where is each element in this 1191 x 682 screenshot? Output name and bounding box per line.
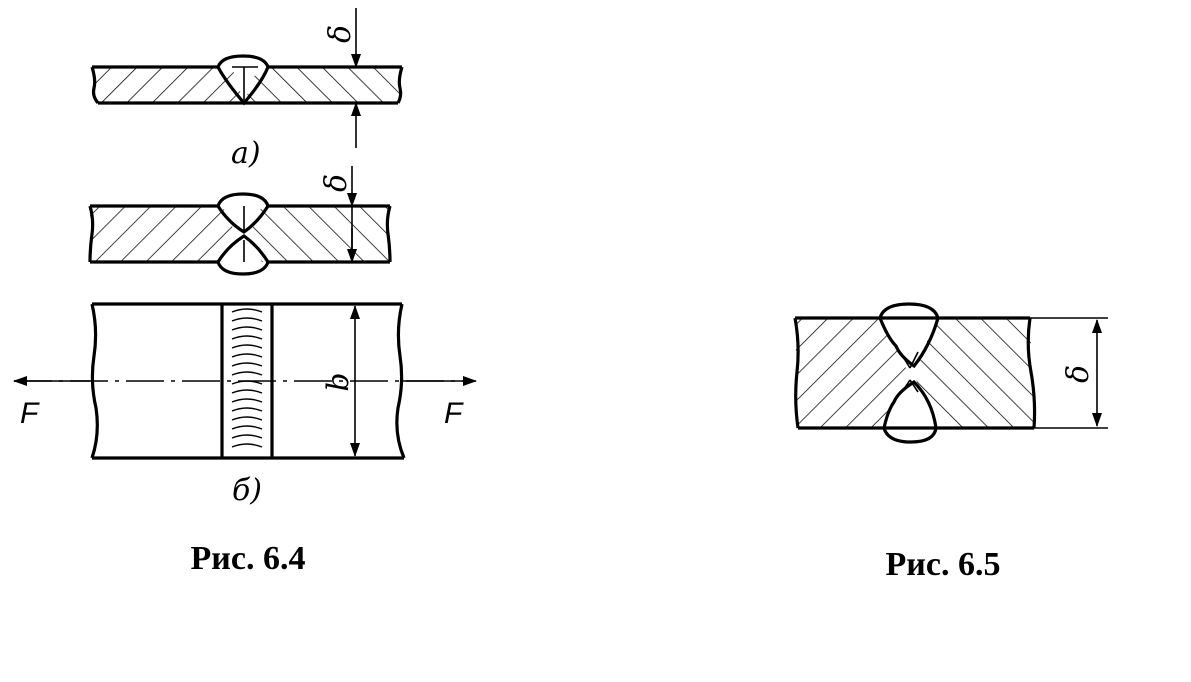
thickness-symbol: δ — [323, 25, 358, 43]
thickness-dimension: δ — [323, 8, 361, 148]
caption-fig-6-5: Рис. 6.5 — [886, 546, 1001, 583]
force-label-left: F — [20, 397, 40, 430]
left-plate — [795, 318, 906, 428]
thickness-dimension: δ — [319, 166, 357, 263]
weld-bead-bottom — [882, 379, 938, 444]
caption-fig-6-4: Рис. 6.4 — [191, 540, 306, 577]
fig-6-4-double-section: δ — [88, 166, 392, 276]
weld-ripple — [231, 353, 263, 358]
weld-ripples — [231, 308, 263, 448]
label-a: а) — [231, 136, 261, 171]
weld-ripple — [231, 416, 263, 421]
left-plate — [92, 67, 244, 103]
weld-ripple — [231, 389, 263, 394]
thickness-dimension: δ — [1030, 317, 1108, 429]
right-plate — [914, 318, 1034, 428]
fig-6-4-a-section: δ а) — [90, 8, 404, 171]
weld-ripple — [231, 425, 263, 430]
weld-ripple — [231, 398, 263, 403]
weld-ripple — [231, 362, 263, 367]
label-b: б) — [232, 473, 262, 508]
right-plate — [250, 206, 390, 262]
weld-ripple — [231, 326, 263, 331]
fig-6-5-section: δ — [793, 302, 1108, 444]
width-dimension: b — [321, 305, 360, 457]
width-symbol: b — [321, 372, 356, 391]
fig-6-4-b-plan-view: F F b б) — [13, 302, 477, 508]
weld-ripple — [231, 308, 263, 313]
right-plate — [244, 67, 402, 103]
weld-ripple — [231, 371, 263, 376]
weld-ripple — [231, 344, 263, 349]
left-plate — [90, 206, 236, 262]
weld-ripple — [231, 443, 263, 448]
weld-ripple — [231, 407, 263, 412]
weld-bead-top — [216, 192, 270, 234]
weld-bead-bottom — [216, 234, 270, 276]
force-label-right: F — [444, 397, 464, 430]
weld-ripple — [231, 434, 263, 439]
weld-ripple — [231, 335, 263, 340]
weld-bead-top — [878, 302, 940, 369]
thickness-symbol: δ — [319, 174, 354, 192]
thickness-symbol: δ — [1061, 365, 1096, 383]
weld-bead — [216, 54, 270, 106]
weld-ripple — [231, 317, 263, 322]
